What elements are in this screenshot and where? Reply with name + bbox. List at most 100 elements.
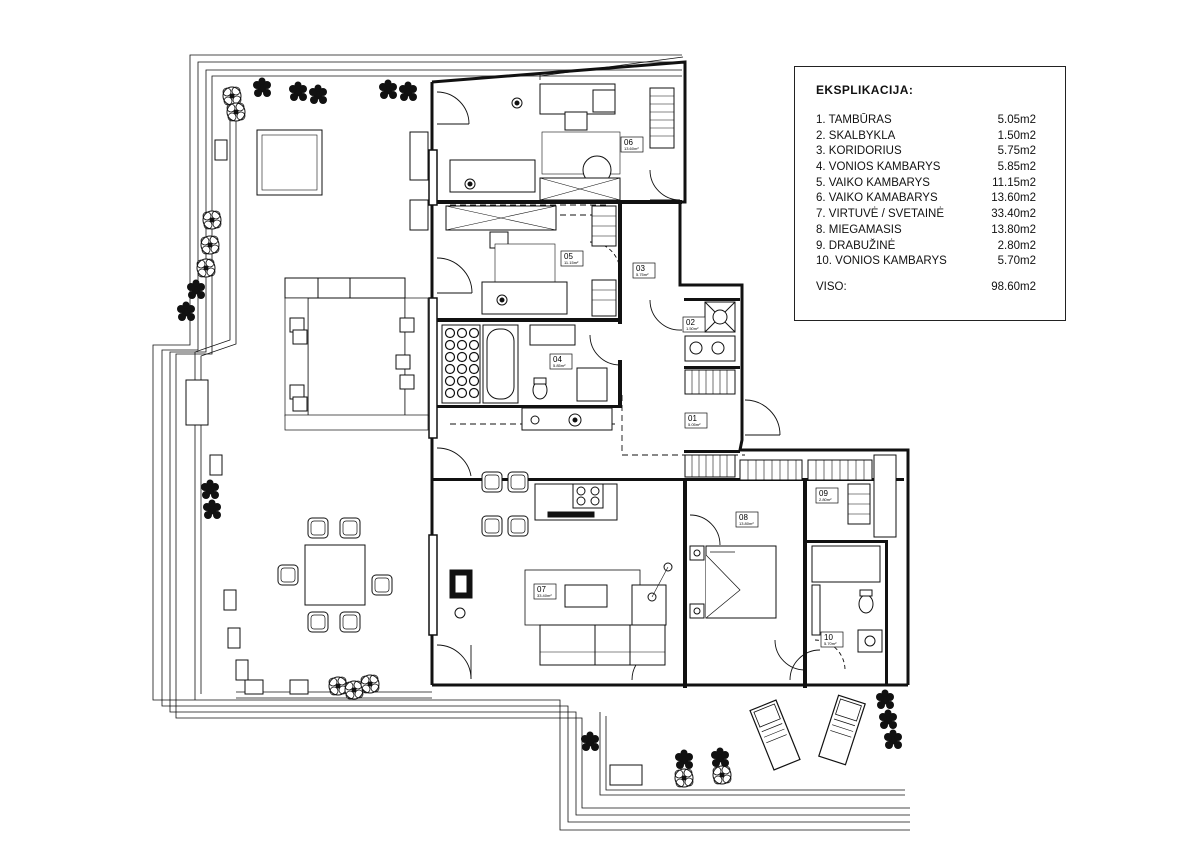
- legend-title: EKSPLIKACIJA:: [816, 83, 914, 97]
- legend-room-area: 5.05m2: [997, 114, 1036, 126]
- legend-row: 4. VONIOS KAMBARYS 5.85m2: [816, 160, 1046, 176]
- legend-room-list: 1. TAMBŪRAS 5.05m2 2. SKALBYKLA 1.50m2 3. …: [816, 113, 1046, 270]
- legend-room-area: 13.80m2: [991, 223, 1036, 236]
- grid-circle: [444, 363, 456, 375]
- legend-room-area: 33.40m2: [991, 208, 1036, 221]
- room-tag-06: 06 13.60m²: [620, 136, 644, 153]
- room-tag-01-area: 5.05m²: [688, 422, 701, 427]
- legend-room-name: 10. VONIOS KAMBARYS: [816, 255, 947, 268]
- room-tag-02-num: 02: [686, 318, 695, 327]
- room-tag-07: 07 33.40m²: [533, 583, 557, 600]
- legend-room-name: 8. MIEGAMASIS: [816, 223, 902, 236]
- legend-row: 5. VAIKO KAMBARYS 11.15m2: [816, 176, 1046, 192]
- room-tag-10: 10 5.70m²: [820, 631, 844, 648]
- legend-row: 6. VAIKO KAMABARYS 13.60m2: [816, 191, 1046, 207]
- room05-furniture: [445, 205, 617, 317]
- grid-circle: [444, 327, 456, 339]
- legend-total-label: VISO:: [816, 281, 847, 293]
- room-tag-08-area: 13.80m²: [739, 521, 754, 526]
- legend-room-name: 1. TAMBŪRAS: [816, 114, 892, 126]
- sun-loungers: [749, 694, 866, 771]
- legend-total: VISO: 98.60m2: [816, 281, 1046, 293]
- legend-row: 3. KORIDORIUS 5.75m2: [816, 144, 1046, 160]
- legend-row: 7. VIRTUVĖ / SVETAINĖ 33.40m2: [816, 207, 1046, 223]
- room04-fixtures: [482, 324, 613, 431]
- room-tag-08-num: 08: [739, 513, 748, 522]
- room-tag-06-area: 13.60m²: [624, 146, 639, 151]
- room-tag-06-num: 06: [624, 138, 633, 147]
- grid-circle: [468, 327, 480, 339]
- room-tag-04-num: 04: [553, 355, 562, 364]
- room-tag-03: 03 5.75m²: [632, 262, 656, 279]
- room-tag-07-num: 07: [537, 585, 546, 594]
- legend-room-name: 9. DRABUŽINĖ: [816, 239, 896, 252]
- grid-circle: [468, 351, 480, 363]
- room-tag-04-area: 5.85m²: [553, 363, 566, 368]
- grid-circle: [456, 327, 468, 339]
- room-tag-01-num: 01: [688, 414, 697, 423]
- room08-furniture: [689, 459, 873, 619]
- room-tag-05-area: 11.15m²: [564, 260, 579, 265]
- room-tag-08: 08 13.80m²: [735, 511, 759, 528]
- legend-row: 1. TAMBŪRAS 5.05m2: [816, 113, 1046, 129]
- grid-circle: [456, 351, 468, 363]
- legend-room-name: 4. VONIOS KAMBARYS: [816, 161, 941, 174]
- grid-circle: [444, 351, 456, 363]
- room07-furniture: [449, 471, 673, 666]
- grid-circle: [444, 339, 456, 351]
- grid-circle: [468, 375, 480, 387]
- room-tag-04: 04 5.85m²: [549, 353, 573, 370]
- legend-total-area: 98.60m2: [991, 281, 1036, 293]
- terrace-railing: [194, 88, 905, 796]
- room-tag-07-area: 33.40m²: [537, 593, 552, 598]
- grid-circle: [468, 339, 480, 351]
- terrace-furniture: [185, 129, 643, 786]
- room-tag-10-num: 10: [824, 633, 833, 642]
- legend-room-area: 5.85m2: [997, 161, 1036, 174]
- grid-circle: [444, 387, 456, 399]
- legend-room-area: 5.70m2: [997, 255, 1036, 268]
- room-tag-01: 01 5.05m²: [684, 412, 708, 429]
- legend-row: 9. DRABUŽINĖ 2.80m2: [816, 239, 1046, 255]
- room-tag-05-num: 05: [564, 252, 573, 261]
- grid-circle: [456, 363, 468, 375]
- grid-circle: [468, 387, 480, 399]
- explication-legend: EKSPLIKACIJA: 1. TAMBŪRAS 5.05m2 2. SKALB…: [794, 66, 1066, 321]
- room-tag-09-area: 2.80m²: [819, 497, 832, 502]
- legend-room-name: 2. SKALBYKLA: [816, 129, 896, 142]
- room-tags: 06 13.60m² 05 11.15m² 03 5.75m² 02 1.50m…: [533, 136, 844, 648]
- grid-circle: [456, 375, 468, 387]
- room02-fixtures: [684, 301, 736, 478]
- legend-room-name: 5. VAIKO KAMBARYS: [816, 176, 930, 189]
- legend-room-area: 11.15m2: [992, 176, 1036, 189]
- room-tag-03-num: 03: [636, 264, 645, 273]
- inner-walls: [432, 200, 904, 688]
- west-wall-piers: [428, 149, 438, 636]
- legend-row: 10. VONIOS KAMBARYS 5.70m2: [816, 254, 1046, 270]
- legend-room-area: 5.75m2: [997, 145, 1036, 158]
- room09-10-fixtures: [811, 454, 897, 653]
- legend-row: 2. SKALBYKLA 1.50m2: [816, 129, 1046, 145]
- legend-room-area: 1.50m2: [997, 129, 1036, 142]
- room-tag-09: 09 2.80m²: [815, 487, 839, 504]
- room-tag-10-area: 5.70m²: [824, 641, 837, 646]
- terrace-outline: [152, 54, 910, 831]
- room-tag-03-area: 5.75m²: [636, 272, 649, 277]
- top-edge: [539, 56, 684, 80]
- legend-room-name: 6. VAIKO KAMABARYS: [816, 192, 938, 205]
- grid-circle: [456, 339, 468, 351]
- legend-room-area: 2.80m2: [997, 239, 1036, 252]
- room-tag-05: 05 11.15m²: [560, 250, 584, 267]
- legend-row: 8. MIEGAMASIS 13.80m2: [816, 223, 1046, 239]
- legend-room-name: 7. VIRTUVĖ / SVETAINĖ: [816, 208, 945, 221]
- legend-room-area: 13.60m2: [991, 192, 1036, 205]
- room-tag-02: 02 1.50m²: [682, 316, 706, 333]
- room-tag-02-area: 1.50m²: [686, 326, 699, 331]
- grid-circle: [456, 387, 468, 399]
- legend-room-name: 3. KORIDORIUS: [816, 145, 902, 158]
- room06-furniture: [409, 83, 675, 231]
- grid-circle: [444, 375, 456, 387]
- room-tag-09-num: 09: [819, 489, 828, 498]
- grid-circle: [468, 363, 480, 375]
